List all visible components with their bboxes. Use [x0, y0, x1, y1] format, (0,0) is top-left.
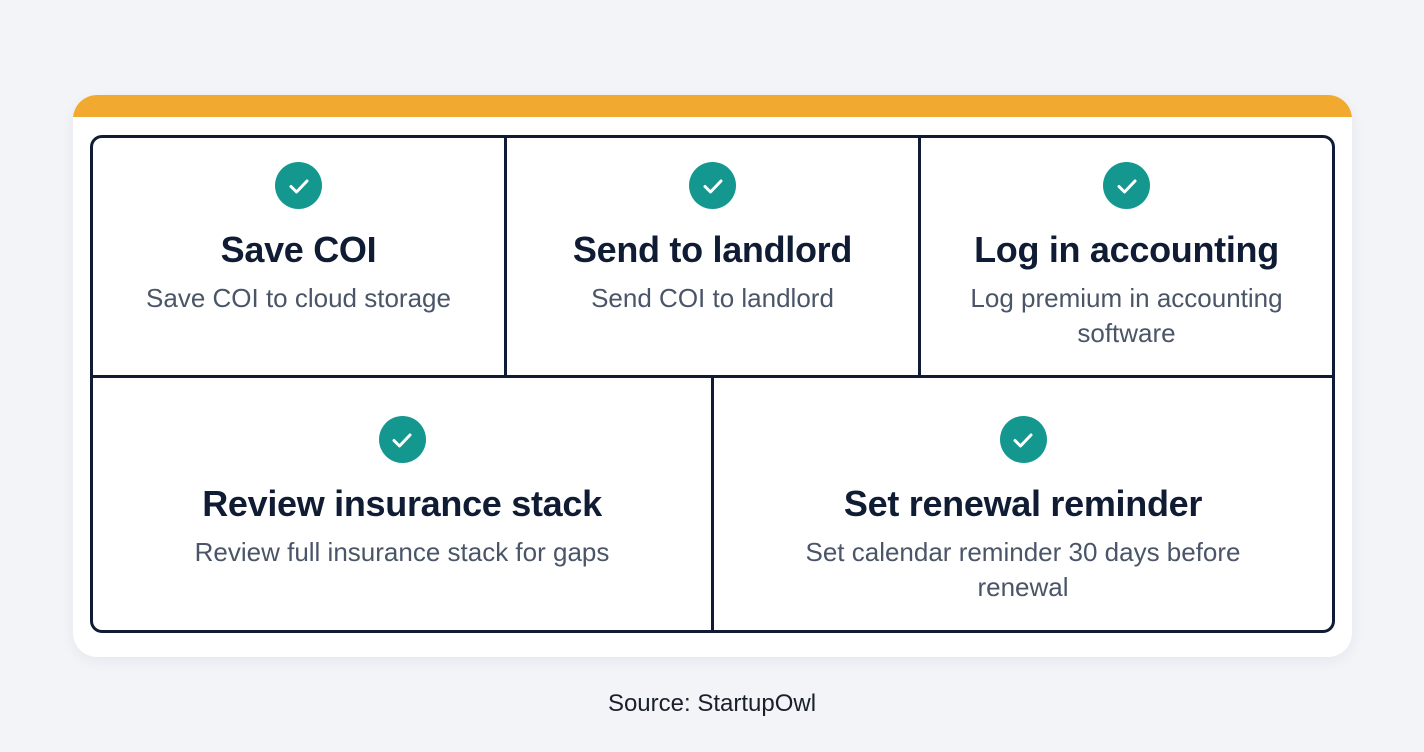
item-title: Review insurance stack [202, 483, 602, 524]
item-description: Send COI to landlord [591, 283, 834, 313]
accent-bar [73, 95, 1352, 117]
item-description: Save COI to cloud storage [146, 283, 451, 313]
checklist-item-log-in-accounting: Log in accounting Log premium in account… [918, 138, 1332, 375]
checklist-item-set-renewal-reminder: Set renewal reminder Set calendar remind… [711, 378, 1332, 630]
item-title: Log in accounting [974, 229, 1279, 270]
checklist-row-bottom: Review insurance stack Review full insur… [93, 378, 1332, 630]
check-circle-icon [1103, 162, 1150, 209]
checklist-item-send-to-landlord: Send to landlord Send COI to landlord [504, 138, 918, 375]
checklist-item-review-insurance-stack: Review insurance stack Review full insur… [93, 378, 711, 630]
item-title: Save COI [220, 229, 377, 270]
check-circle-icon [275, 162, 322, 209]
item-description: Set calendar reminder 30 days before ren… [805, 537, 1241, 602]
item-title: Send to landlord [572, 229, 853, 270]
checklist-grid: Save COI Save COI to cloud storage Send … [90, 135, 1335, 633]
check-circle-icon [689, 162, 736, 209]
check-circle-icon [378, 416, 426, 463]
item-title: Set renewal reminder [843, 483, 1203, 524]
checklist-item-save-coi: Save COI Save COI to cloud storage [93, 138, 504, 375]
item-description: Log premium in accounting software [970, 283, 1283, 348]
item-description: Review full insurance stack for gaps [194, 537, 610, 567]
check-circle-icon [999, 416, 1047, 463]
source-caption: Source: StartupOwl [607, 690, 817, 717]
checklist-row-top: Save COI Save COI to cloud storage Send … [93, 138, 1332, 378]
checklist-card: Save COI Save COI to cloud storage Send … [73, 95, 1352, 657]
